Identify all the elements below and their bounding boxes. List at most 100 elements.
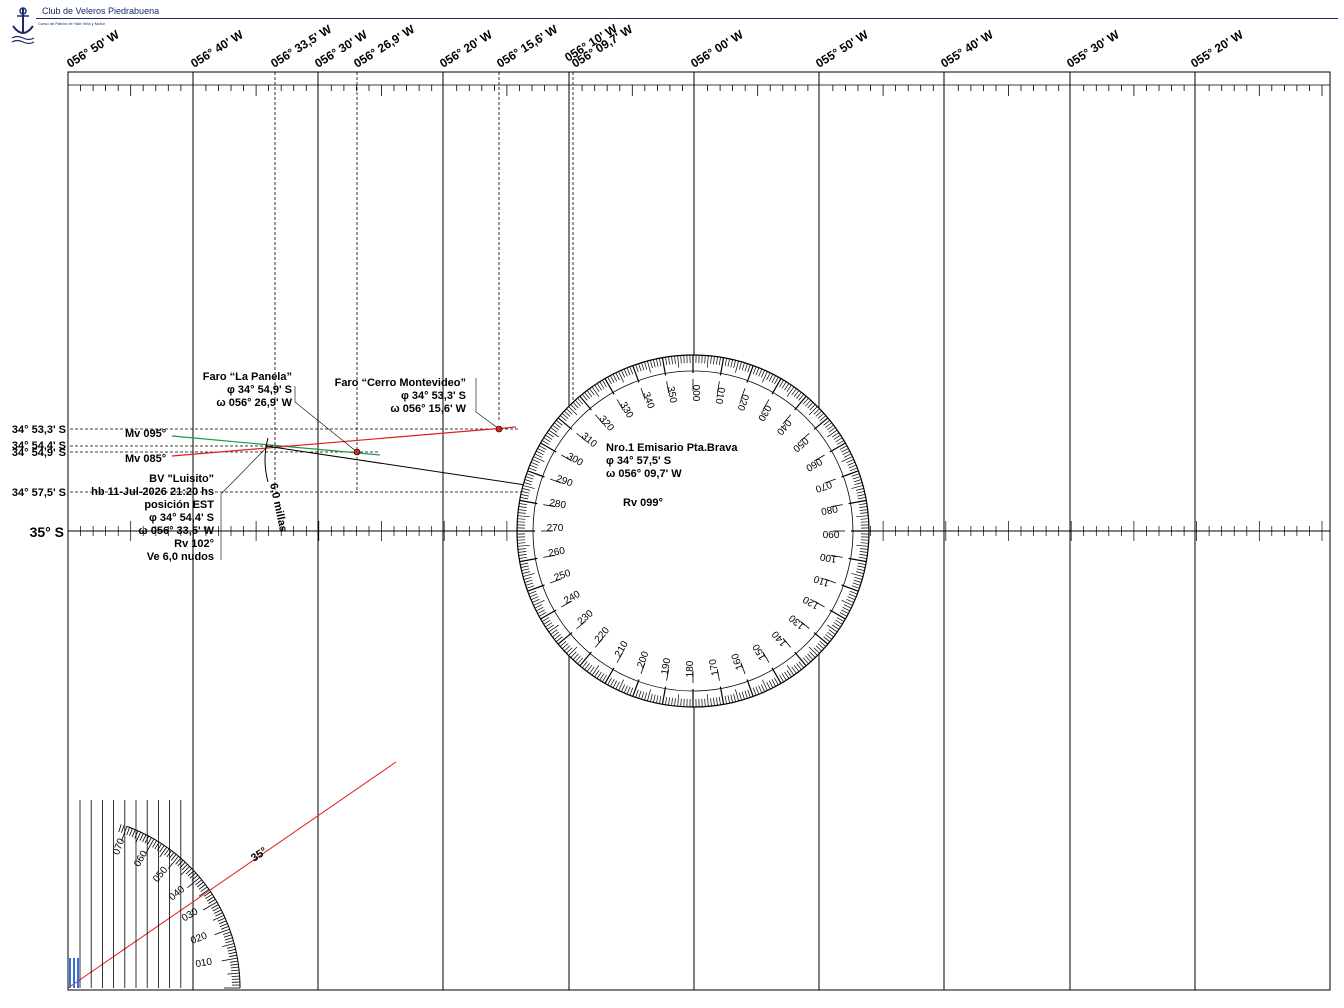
rose-tick <box>781 673 787 681</box>
rose-tick <box>548 624 559 633</box>
rose-tick <box>819 640 827 647</box>
rose-tick <box>529 464 538 469</box>
rose-tick <box>519 503 528 506</box>
rose-label: 100 <box>819 551 838 565</box>
latitude-labels: 34° 53,3' S 34° 54,4' S 34° 54,9' S 34° … <box>12 424 66 540</box>
lower-rose-label: 050 <box>151 864 170 884</box>
rose-tick <box>796 392 802 399</box>
rose-tick <box>533 599 545 606</box>
lower-rose-tick <box>121 825 125 834</box>
rose-tick <box>786 384 792 392</box>
lower-rose-tick <box>166 850 172 858</box>
rose-tick <box>621 370 626 378</box>
point-la-panela <box>353 448 361 456</box>
rose-tick <box>851 485 864 489</box>
rose-tick <box>807 402 814 409</box>
rose-tick <box>835 437 843 443</box>
rose-tick <box>710 355 712 364</box>
rose-label-tick <box>814 600 825 608</box>
rose-tick <box>809 651 816 658</box>
rose-tick <box>808 406 818 416</box>
lon-label: 056° 00' W <box>688 27 746 71</box>
lon-label: 055° 40' W <box>938 27 996 71</box>
lower-rose-tick <box>228 954 237 958</box>
scale-bar <box>77 958 79 988</box>
rose-tick <box>719 357 725 376</box>
leader-vessel <box>220 445 269 560</box>
rose-tick <box>809 404 816 411</box>
rose-tick <box>591 665 600 676</box>
rose-tick <box>784 383 790 391</box>
rose-tick <box>827 624 838 633</box>
rose-tick <box>604 667 615 684</box>
rose-tick <box>841 448 849 453</box>
rose-tick <box>835 619 843 625</box>
lower-rose-tick <box>196 881 204 888</box>
rose-tick <box>781 381 787 389</box>
lower-rose-tick <box>222 931 231 935</box>
lon-label: 056° 50' W <box>64 27 122 71</box>
lower-rose-tick <box>198 888 210 897</box>
rose-tick <box>857 565 866 568</box>
rose-tick <box>855 488 864 491</box>
lower-rose-tick <box>228 951 237 955</box>
rose-tick <box>857 497 866 500</box>
rose-label-tick <box>716 668 720 681</box>
lower-rose-tick <box>177 859 184 867</box>
rose-tick <box>771 667 782 684</box>
rose-tick <box>859 551 868 553</box>
rose-tick <box>766 681 771 690</box>
lon-label: 056° 20' W <box>437 27 495 71</box>
rose-tick <box>828 427 836 433</box>
rose-tick <box>626 367 631 376</box>
rose-label-tick <box>550 578 562 584</box>
rose-tick <box>852 582 861 586</box>
rose-tick <box>847 461 856 466</box>
rose-tick <box>527 584 545 592</box>
rose-tick <box>555 419 563 426</box>
rose-tick <box>638 690 642 699</box>
rose-tick <box>794 395 807 411</box>
rose-tick <box>602 674 607 683</box>
rose-tick <box>638 363 642 372</box>
rose-tick <box>760 684 765 692</box>
rose-tick <box>581 661 588 669</box>
rose-tick <box>612 680 618 688</box>
rose-tick <box>856 568 865 571</box>
top-minute-ticks <box>67 85 1323 96</box>
rose-label: 010 <box>713 386 727 405</box>
rose-tick <box>586 664 593 672</box>
rose-tick <box>522 485 535 489</box>
rose-tick <box>849 590 858 595</box>
lower-rose-tick <box>230 966 239 969</box>
rose-tick <box>784 671 790 679</box>
rose-tick <box>738 692 742 701</box>
lower-rose-tick <box>217 917 226 922</box>
lower-rose-tick <box>229 960 238 963</box>
rose-tick <box>520 497 529 500</box>
rose-tick <box>779 674 784 683</box>
rose-tick <box>741 691 745 700</box>
rose-tick <box>730 694 733 703</box>
rose-label: 180 <box>685 660 696 677</box>
rose-tick <box>836 617 845 622</box>
lower-rose-tick <box>222 943 235 947</box>
rose-tick <box>851 473 860 477</box>
rose-tick <box>846 459 854 464</box>
rose-tick <box>841 609 849 614</box>
rose-tick <box>791 666 797 674</box>
emisario-lon: ω 056° 09,7' W <box>606 468 682 480</box>
rose-label: 350 <box>665 385 679 404</box>
lower-rose-tick <box>180 866 190 876</box>
rose-tick <box>825 634 832 640</box>
rose-tick <box>566 647 573 654</box>
rose-tick <box>594 670 600 678</box>
rose-tick <box>794 651 807 667</box>
leader-cerro <box>475 378 500 430</box>
rose-tick <box>771 679 776 687</box>
lower-rose-tick <box>187 877 201 889</box>
rose-tick <box>848 499 867 505</box>
rose-tick <box>668 356 670 365</box>
rose-tick <box>710 698 712 707</box>
rose-tick <box>839 612 848 617</box>
